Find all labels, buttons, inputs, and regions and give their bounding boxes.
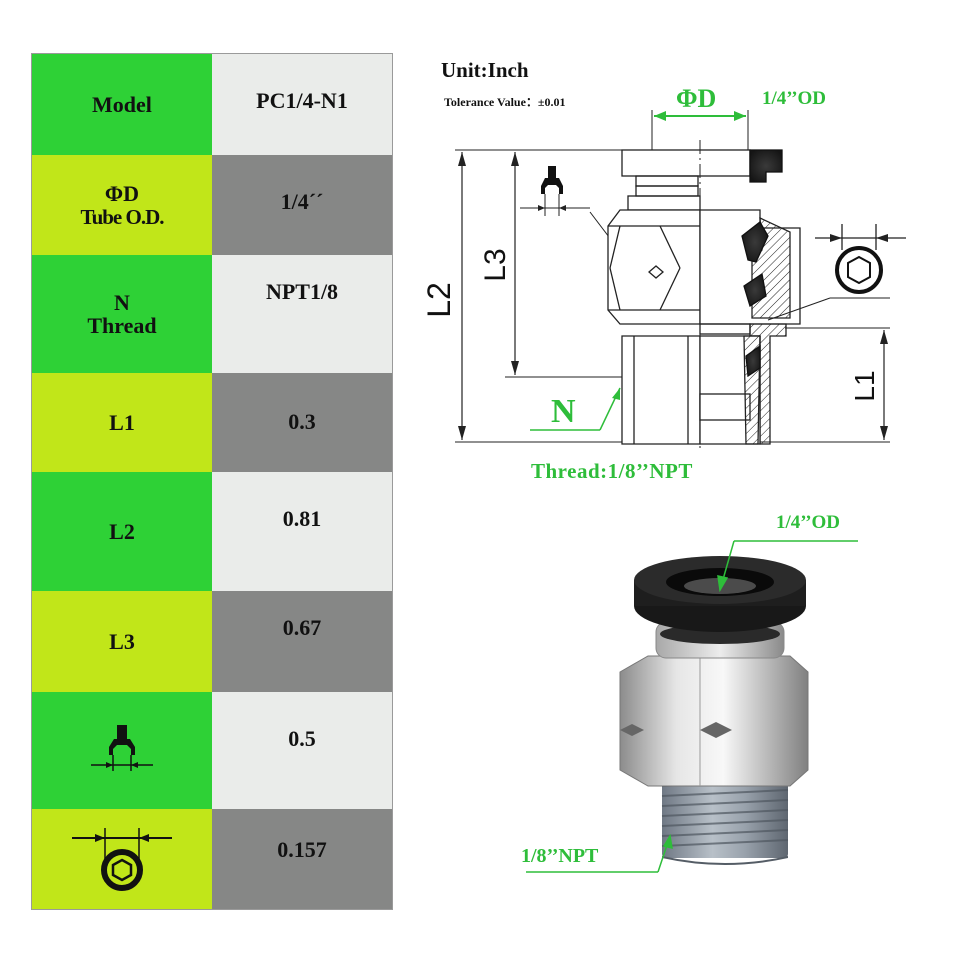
- label-tube-od: Tube O.D.: [80, 204, 164, 229]
- row-model: Model PC1/4-N1: [32, 54, 392, 155]
- label-n: N: [114, 289, 130, 315]
- fitting-section: [607, 140, 890, 452]
- row-hex-size: 0.157: [32, 809, 392, 909]
- value-cell: NPT1/8: [212, 255, 392, 373]
- value-hex-size: 0.157: [277, 837, 327, 862]
- dim-l1-label: L1: [849, 370, 880, 401]
- value-cell: 0.81: [212, 472, 392, 591]
- value-cell: 1/4´´: [212, 155, 392, 255]
- value-l1: 0.3: [288, 409, 316, 434]
- value-model: PC1/4-N1: [256, 88, 348, 113]
- label-cell: ΦD Tube O.D.: [32, 155, 212, 255]
- value-cell: 0.3: [212, 373, 392, 472]
- extension-lines: [455, 110, 890, 443]
- dim-l1: L1: [849, 330, 888, 440]
- label-cell: L1: [32, 373, 212, 472]
- value-l2: 0.81: [282, 506, 322, 531]
- hex-width-icon: [72, 828, 172, 891]
- od-label-photo: 1/4’’OD: [776, 512, 841, 533]
- row-tube-od: ΦD Tube O.D. 1/4´´: [32, 155, 392, 255]
- phid-label: ΦD: [676, 84, 717, 113]
- dim-l3-label: L3: [479, 248, 512, 281]
- fitting-illustration: [619, 556, 809, 865]
- row-l3: L3 0.67: [32, 591, 392, 692]
- npt-label-photo: 1/8’’NPT: [521, 845, 599, 867]
- value-l3: 0.67: [282, 615, 322, 640]
- n-leader: N: [530, 387, 621, 431]
- label-cell: L2: [32, 472, 212, 591]
- row-l1: L1 0.3: [32, 373, 392, 472]
- value-cell: 0.67: [212, 591, 392, 692]
- row-thread: N Thread NPT1/8: [32, 255, 392, 373]
- dim-l2: L2: [421, 152, 466, 440]
- tolerance-label: Tolerance Value：±0.01: [444, 95, 566, 109]
- label-cell: [32, 809, 212, 909]
- dim-l2-label: L2: [421, 282, 457, 318]
- thread-caption: Thread:1/8’’NPT: [531, 459, 693, 483]
- label-cell: L3: [32, 591, 212, 692]
- row-l2: L2 0.81: [32, 472, 392, 591]
- wrench-width-icon: [91, 724, 153, 771]
- label-l2: L2: [109, 518, 135, 544]
- value-cell: 0.157: [212, 809, 392, 909]
- drawing-wrench-symbol: [520, 166, 629, 263]
- od-label-drawing: 1/4’’OD: [762, 88, 827, 109]
- label-cell: N Thread: [32, 255, 212, 373]
- dim-l3: L3: [479, 152, 519, 375]
- spec-table: Model PC1/4-N1 ΦD Tube O.D. 1/4´´ N Thre…: [31, 53, 393, 910]
- value-tube-od: 1/4´´: [280, 189, 324, 214]
- label-model: Model: [92, 91, 152, 117]
- value-cell: 0.5: [212, 692, 392, 809]
- label-cell: Model: [32, 54, 212, 155]
- value-thread: NPT1/8: [265, 279, 339, 304]
- label-l1: L1: [109, 409, 135, 435]
- value-wrench-size: 0.5: [288, 726, 316, 751]
- drawing-hex-symbol: [815, 224, 906, 294]
- unit-label: Unit:Inch: [441, 58, 529, 82]
- row-wrench-size: 0.5: [32, 692, 392, 809]
- photo-callouts: [526, 540, 858, 873]
- label-phid: ΦD: [104, 181, 140, 207]
- label-cell: [32, 692, 212, 809]
- n-label: N: [551, 393, 576, 430]
- label-l3: L3: [109, 628, 135, 654]
- label-thread: Thread: [87, 313, 157, 338]
- value-cell: PC1/4-N1: [212, 54, 392, 155]
